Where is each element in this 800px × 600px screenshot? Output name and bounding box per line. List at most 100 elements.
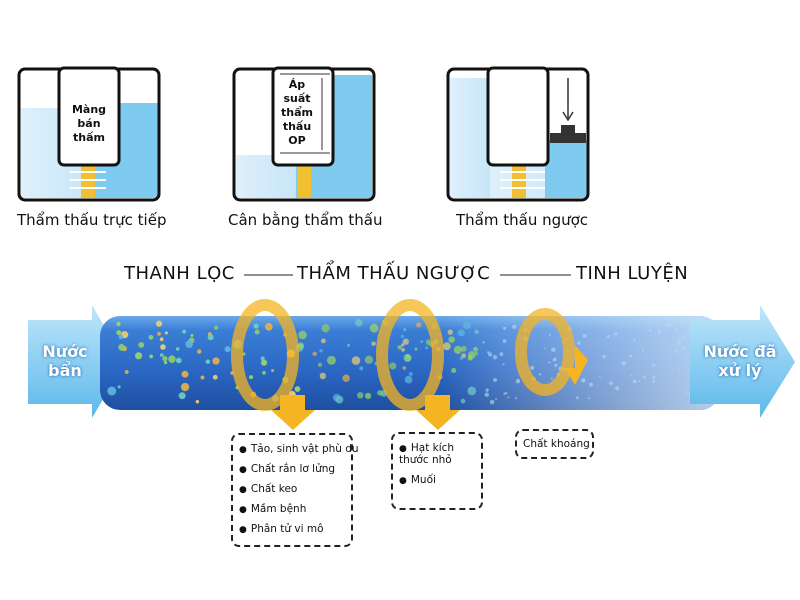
particle: [138, 341, 145, 348]
particle: [630, 374, 633, 377]
particle: [149, 354, 154, 359]
particle: [389, 362, 397, 370]
particle: [425, 339, 432, 346]
removed-list-reverse-osmosis: Hạt kích thước nhỏ Muối: [391, 432, 483, 510]
particle: [332, 393, 341, 402]
particle: [224, 346, 231, 353]
particle: [492, 355, 498, 360]
particle: [662, 399, 665, 401]
particle: [107, 386, 117, 396]
particle: [681, 336, 685, 339]
outlet-arrow: [690, 305, 795, 418]
particle: [160, 344, 166, 350]
particle: [249, 375, 254, 380]
particle: [666, 322, 672, 327]
particle: [253, 323, 259, 329]
particle: [652, 363, 656, 367]
caption-reverse-osmosis: Thẩm thấu ngược: [456, 211, 589, 229]
particle: [507, 396, 510, 399]
caption-osmotic-equilibrium: Cân bằng thẩm thấu: [228, 211, 383, 229]
particle: [681, 347, 685, 351]
particle: [678, 369, 681, 372]
particle: [629, 354, 632, 358]
stage-purification: THANH LỌC: [124, 263, 235, 284]
particle: [164, 331, 168, 335]
particle: [182, 329, 187, 334]
particle: [493, 378, 498, 383]
particle: [482, 341, 485, 344]
particle: [415, 322, 422, 328]
particle: [602, 354, 606, 359]
particle: [685, 392, 688, 395]
particle: [175, 357, 182, 364]
particle: [364, 355, 373, 364]
particle: [484, 392, 489, 397]
particle: [402, 366, 407, 370]
particle: [544, 347, 546, 350]
particle: [180, 382, 190, 392]
particle: [588, 382, 593, 387]
particle: [371, 341, 376, 346]
osmotic-pressure-label: Áp suất thẩm thấu OP: [281, 78, 313, 147]
particle: [632, 338, 636, 342]
particle: [682, 321, 686, 324]
particle: [463, 321, 471, 330]
particle: [347, 343, 351, 347]
particle: [264, 322, 273, 331]
particle: [351, 356, 361, 365]
particle: [581, 378, 586, 383]
particle: [530, 365, 535, 370]
particle: [473, 346, 479, 352]
particle: [364, 392, 372, 400]
particle: [621, 361, 626, 366]
particle: [271, 368, 275, 372]
particle: [643, 375, 646, 379]
stage-refining: TINH LUYỆN: [576, 263, 689, 284]
particle: [212, 374, 218, 380]
particle: [448, 336, 455, 343]
particle: [499, 352, 504, 357]
particle: [502, 339, 507, 344]
particle: [609, 381, 613, 386]
particle: [550, 377, 553, 380]
particle: [485, 388, 489, 392]
particle: [297, 342, 305, 350]
particle: [554, 363, 558, 367]
particle: [118, 344, 125, 351]
particle: [312, 351, 317, 357]
particle: [294, 386, 301, 392]
particle: [615, 386, 620, 391]
particle: [242, 352, 246, 356]
particle: [377, 390, 383, 396]
particle: [457, 329, 465, 337]
particle: [321, 338, 326, 344]
particle: [355, 318, 363, 327]
particle: [298, 330, 307, 340]
particle: [657, 329, 662, 334]
particle: [652, 379, 656, 383]
particle: [402, 338, 409, 345]
particle: [488, 352, 493, 357]
particle: [212, 357, 220, 365]
particle: [342, 374, 350, 382]
particle: [148, 334, 154, 340]
particle: [606, 335, 610, 338]
particle: [588, 397, 591, 400]
particle: [577, 341, 581, 345]
particle: [397, 345, 402, 350]
particle: [404, 375, 413, 384]
caption-direct-osmosis: Thẩm thấu trực tiếp: [17, 211, 167, 229]
particle: [317, 362, 323, 367]
particle: [632, 379, 637, 384]
particle: [551, 347, 556, 352]
particle: [200, 375, 205, 380]
particle: [674, 327, 678, 331]
particle: [175, 347, 180, 351]
particle: [614, 332, 618, 336]
particle: [515, 379, 521, 384]
particle: [638, 380, 641, 383]
particle: [178, 392, 186, 400]
particle: [400, 334, 405, 339]
